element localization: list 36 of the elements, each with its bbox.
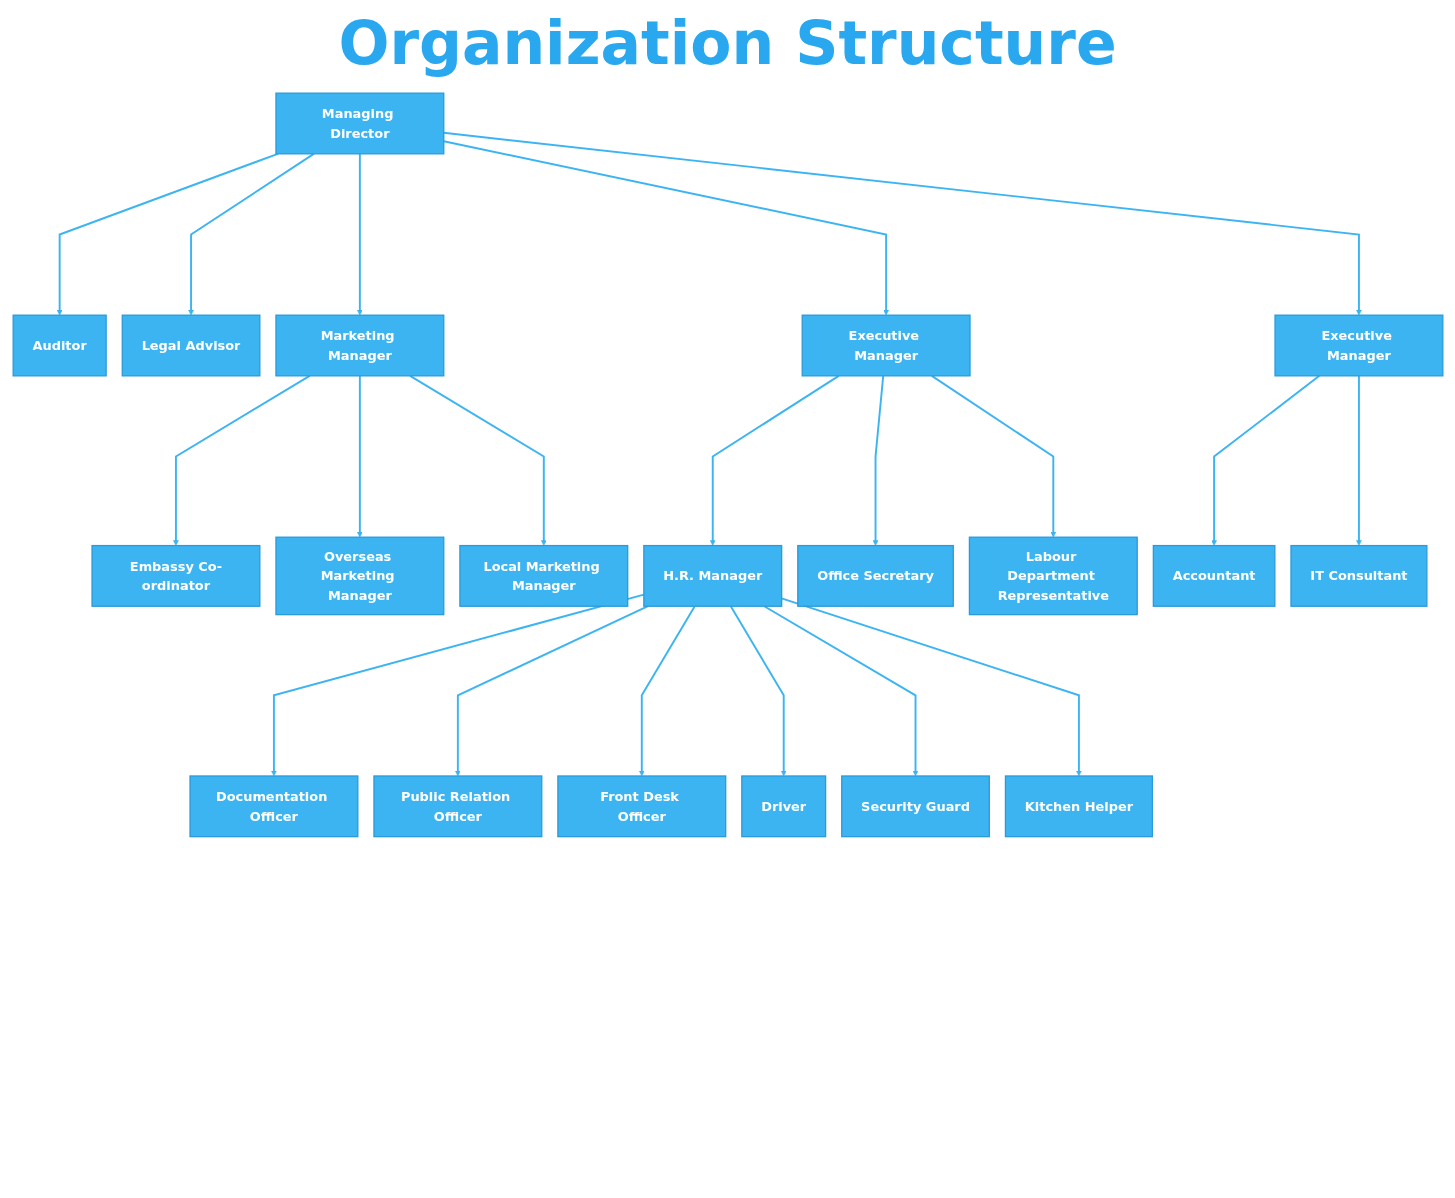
arrow (56, 152, 279, 316)
arrow (172, 374, 311, 546)
node-box: H.R. Manager (642, 544, 782, 607)
arrow (1355, 374, 1362, 546)
node-box: Managing Director (274, 92, 444, 155)
node-box: Kitchen Helper (1004, 775, 1153, 838)
node-box: Office Secretary (796, 544, 954, 607)
node-box: Front Desk Officer (556, 775, 726, 838)
arrow (709, 374, 840, 546)
arrow (356, 374, 363, 538)
arrow (1210, 374, 1320, 546)
arrow (638, 605, 696, 777)
node-box: Overseas Marketing Manager (274, 536, 444, 616)
node-box: Accountant (1152, 544, 1275, 607)
node-box: Legal Advisor (121, 314, 260, 377)
arrow (729, 605, 787, 777)
node-box: Executive Manager (1273, 314, 1443, 377)
arrow (762, 605, 918, 777)
arrow (872, 374, 884, 546)
node-box: Public Relation Officer (372, 775, 542, 838)
arrow (187, 152, 315, 316)
node-box: IT Consultant (1289, 544, 1428, 607)
node-box: Embassy Co-ordinator (90, 544, 260, 607)
node-box: Security Guard (840, 775, 990, 838)
node-box: Marketing Manager (274, 314, 444, 377)
arrow (356, 152, 363, 316)
node-box: Documentation Officer (188, 775, 358, 838)
node-box: Driver (740, 775, 826, 838)
diagram-title: Organization Structure (337, 8, 1118, 78)
node-box: Labour Department Representative (968, 536, 1138, 616)
arrow (408, 374, 547, 546)
node-box: Auditor (12, 314, 107, 377)
node-box: Executive Manager (801, 314, 971, 377)
arrow (930, 374, 1056, 538)
arrow (454, 605, 649, 777)
node-box: Local Marketing Manager (458, 544, 628, 607)
